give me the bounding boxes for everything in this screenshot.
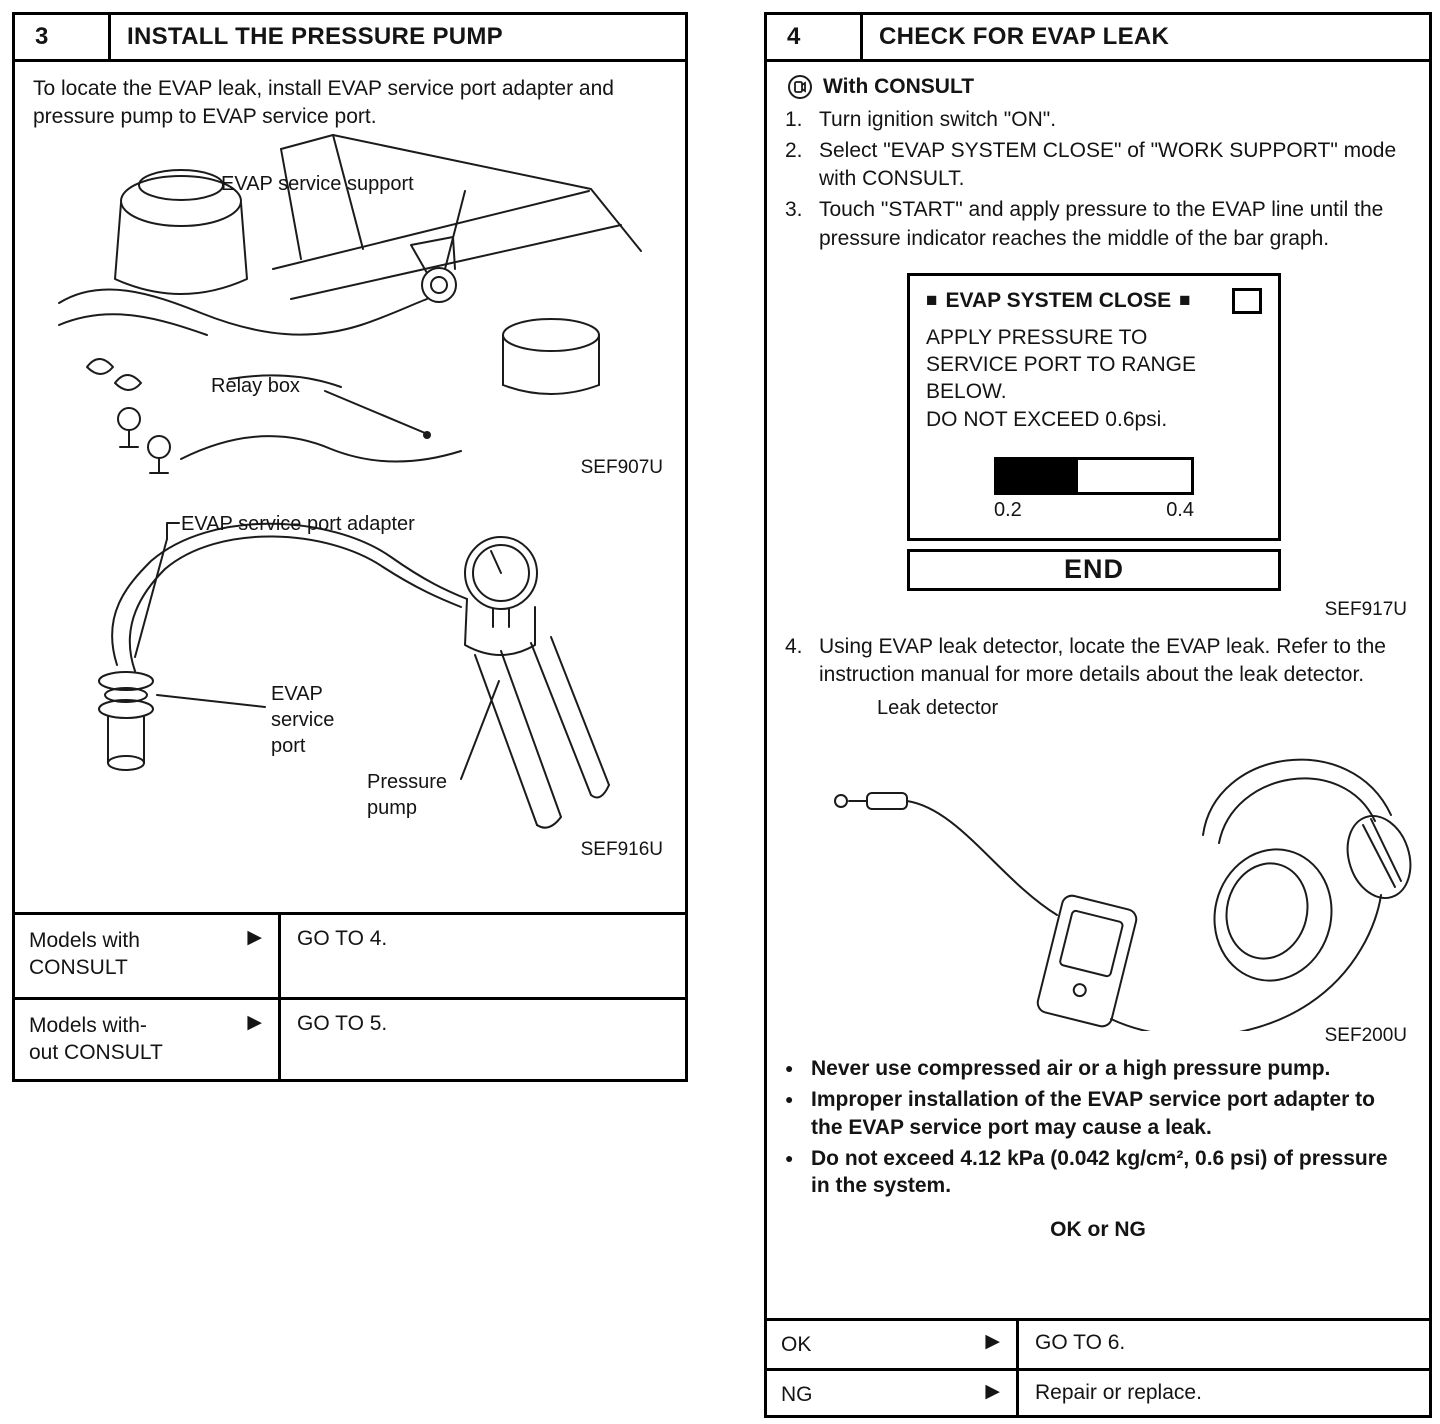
condition-label: OK [781,1333,812,1356]
action-label: GO TO 6. [1035,1331,1126,1354]
procedure-step: 2. Select "EVAP SYSTEM CLOSE" of "WORK S… [785,137,1411,193]
leak-detector-figure: Leak detector [785,697,1412,1047]
pressure-pump-illustration [98,522,610,829]
table-row: Models with- out CONSULT ▶ GO TO 5. [15,997,685,1079]
message-line: SERVICE PORT TO RANGE [926,352,1196,376]
step3-number: 3 [15,15,111,59]
consult-screen-figure: ■ EVAP SYSTEM CLOSE ■ APPLY PRESSURE TO … [907,272,1281,591]
figure-code: SEF200U [1324,1025,1407,1047]
step-number-label: 3. [785,198,803,222]
bar-scale: 0.2 0.4 [994,499,1194,522]
with-consult-heading: With CONSULT [787,74,1411,100]
black-square-icon: ■ [1179,290,1191,312]
with-consult-label: With CONSULT [823,75,975,98]
caution-item: ● Do not exceed 4.12 kPa (0.042 kg/cm², … [785,1145,1411,1200]
step4-title: CHECK FOR EVAP LEAK [879,23,1170,50]
step-number-label: 2. [785,139,803,163]
step3-header: 3 INSTALL THE PRESSURE PUMP [15,15,685,62]
caution-text: Do not exceed 4.12 kPa (0.042 kg/cm², 0.… [811,1146,1388,1198]
action-cell: GO TO 5. [281,1000,685,1079]
step-text: Using EVAP leak detector, locate the EVA… [819,634,1386,686]
engine-bay-illustration [58,134,642,474]
label-relay-box: Relay box [211,375,300,397]
pressure-bar-graph: 0.2 0.4 [994,456,1194,522]
action-cell: GO TO 6. [1019,1321,1429,1368]
step4-body: With CONSULT 1. Turn ignition switch "ON… [767,62,1429,1318]
caution-item: ● Never use compressed air or a high pre… [785,1055,1411,1082]
caution-item: ● Improper installation of the EVAP serv… [785,1086,1411,1141]
table-row: OK ▶ GO TO 6. [767,1321,1429,1368]
step3-intro-text: To locate the EVAP leak, install EVAP se… [33,77,614,128]
procedure-steps: 1. Turn ignition switch "ON". 2. Select … [785,106,1411,253]
figure-code: SEF916U [580,839,663,860]
step4-panel: 4 CHECK FOR EVAP LEAK With CONSULT 1. Tu… [764,12,1432,1418]
black-square-icon: ■ [926,290,938,312]
bullet-icon: ● [785,1149,794,1166]
step3-decision-table: Models with CONSULT ▶ GO TO 4. Models wi… [15,912,685,1079]
step4-decision-table: OK ▶ GO TO 6. NG ▶ Repair or replace. [767,1318,1429,1415]
bar-min-label: 0.2 [994,498,1022,521]
table-row: Models with CONSULT ▶ GO TO 4. [15,915,685,997]
bullet-icon: ● [785,1060,794,1077]
label-evap-service-port: EVAP service port [271,683,335,757]
procedure-step: 1. Turn ignition switch "ON". [785,106,1411,134]
condition-label: Models with CONSULT [29,929,140,980]
step4-header: 4 CHECK FOR EVAP LEAK [767,15,1429,62]
bar-fill [997,459,1079,492]
decision-heading: OK or NG [1050,1217,1146,1241]
consult-screen: ■ EVAP SYSTEM CLOSE ■ APPLY PRESSURE TO … [907,272,1281,541]
step-text: Select "EVAP SYSTEM CLOSE" of "WORK SUPP… [819,139,1397,191]
action-label: Repair or replace. [1035,1381,1202,1404]
step-number-label: 4. [785,634,803,658]
condition-label: Models with- out CONSULT [29,1014,163,1065]
message-line: APPLY PRESSURE TO [926,325,1148,349]
condition-cell: NG ▶ [767,1371,1019,1415]
leak-detector-illustration [834,758,1412,1032]
arrow-right-icon: ▶ [247,1012,262,1033]
consult-screen-message: APPLY PRESSURE TO SERVICE PORT TO RANGE … [926,324,1262,433]
bar-max-label: 0.4 [1166,498,1194,521]
pressure-pump-figure: EVAP service port adapter EVAP service p… [29,493,673,865]
checkbox-icon [1232,287,1262,314]
consult-screen-titlebar: ■ EVAP SYSTEM CLOSE ■ [926,287,1262,314]
consult-icon [787,74,813,100]
label-evap-service-support: EVAP service support [221,173,414,195]
label-evap-service-port-adapter: EVAP service port adapter [181,513,415,535]
condition-label: NG [781,1383,813,1406]
message-line: DO NOT EXCEED 0.6psi. [926,407,1168,431]
figure-code: SEF907U [580,457,663,478]
label-pressure-pump: Pressure pump [367,771,448,819]
consult-screen-title: EVAP SYSTEM CLOSE [945,288,1172,312]
caution-text: Never use compressed air or a high press… [811,1057,1331,1081]
caution-text: Improper installation of the EVAP servic… [811,1088,1376,1139]
step-text: Touch "START" and apply pressure to the … [819,198,1384,250]
caution-list: ● Never use compressed air or a high pre… [785,1055,1411,1199]
condition-cell: OK ▶ [767,1321,1019,1368]
label-leak-detector: Leak detector [877,697,999,720]
action-label: GO TO 4. [297,927,388,950]
figure-code: SEF917U [1324,598,1407,620]
step4-number: 4 [767,15,863,59]
procedure-step: 4. Using EVAP leak detector, locate the … [785,633,1411,689]
action-cell: GO TO 4. [281,915,685,997]
action-label: GO TO 5. [297,1012,388,1035]
bullet-icon: ● [785,1091,794,1108]
engine-bay-figure: EVAP service support Relay box SEF907U [29,127,673,483]
arrow-right-icon: ▶ [985,1381,1000,1402]
arrow-right-icon: ▶ [985,1331,1000,1352]
procedure-step: 3. Touch "START" and apply pressure to t… [785,196,1411,252]
message-line: BELOW. [926,380,1007,404]
bar-track [994,456,1194,495]
table-row: NG ▶ Repair or replace. [767,1368,1429,1415]
step-number-label: 1. [785,108,803,131]
step3-panel: 3 INSTALL THE PRESSURE PUMP To locate th… [12,12,688,1082]
condition-cell: Models with CONSULT ▶ [15,915,281,997]
arrow-right-icon: ▶ [247,927,262,948]
action-cell: Repair or replace. [1019,1371,1429,1415]
step3-title: INSTALL THE PRESSURE PUMP [127,23,503,50]
condition-cell: Models with- out CONSULT ▶ [15,1000,281,1079]
step-text: Turn ignition switch "ON". [819,108,1057,131]
end-button: END [907,548,1281,591]
